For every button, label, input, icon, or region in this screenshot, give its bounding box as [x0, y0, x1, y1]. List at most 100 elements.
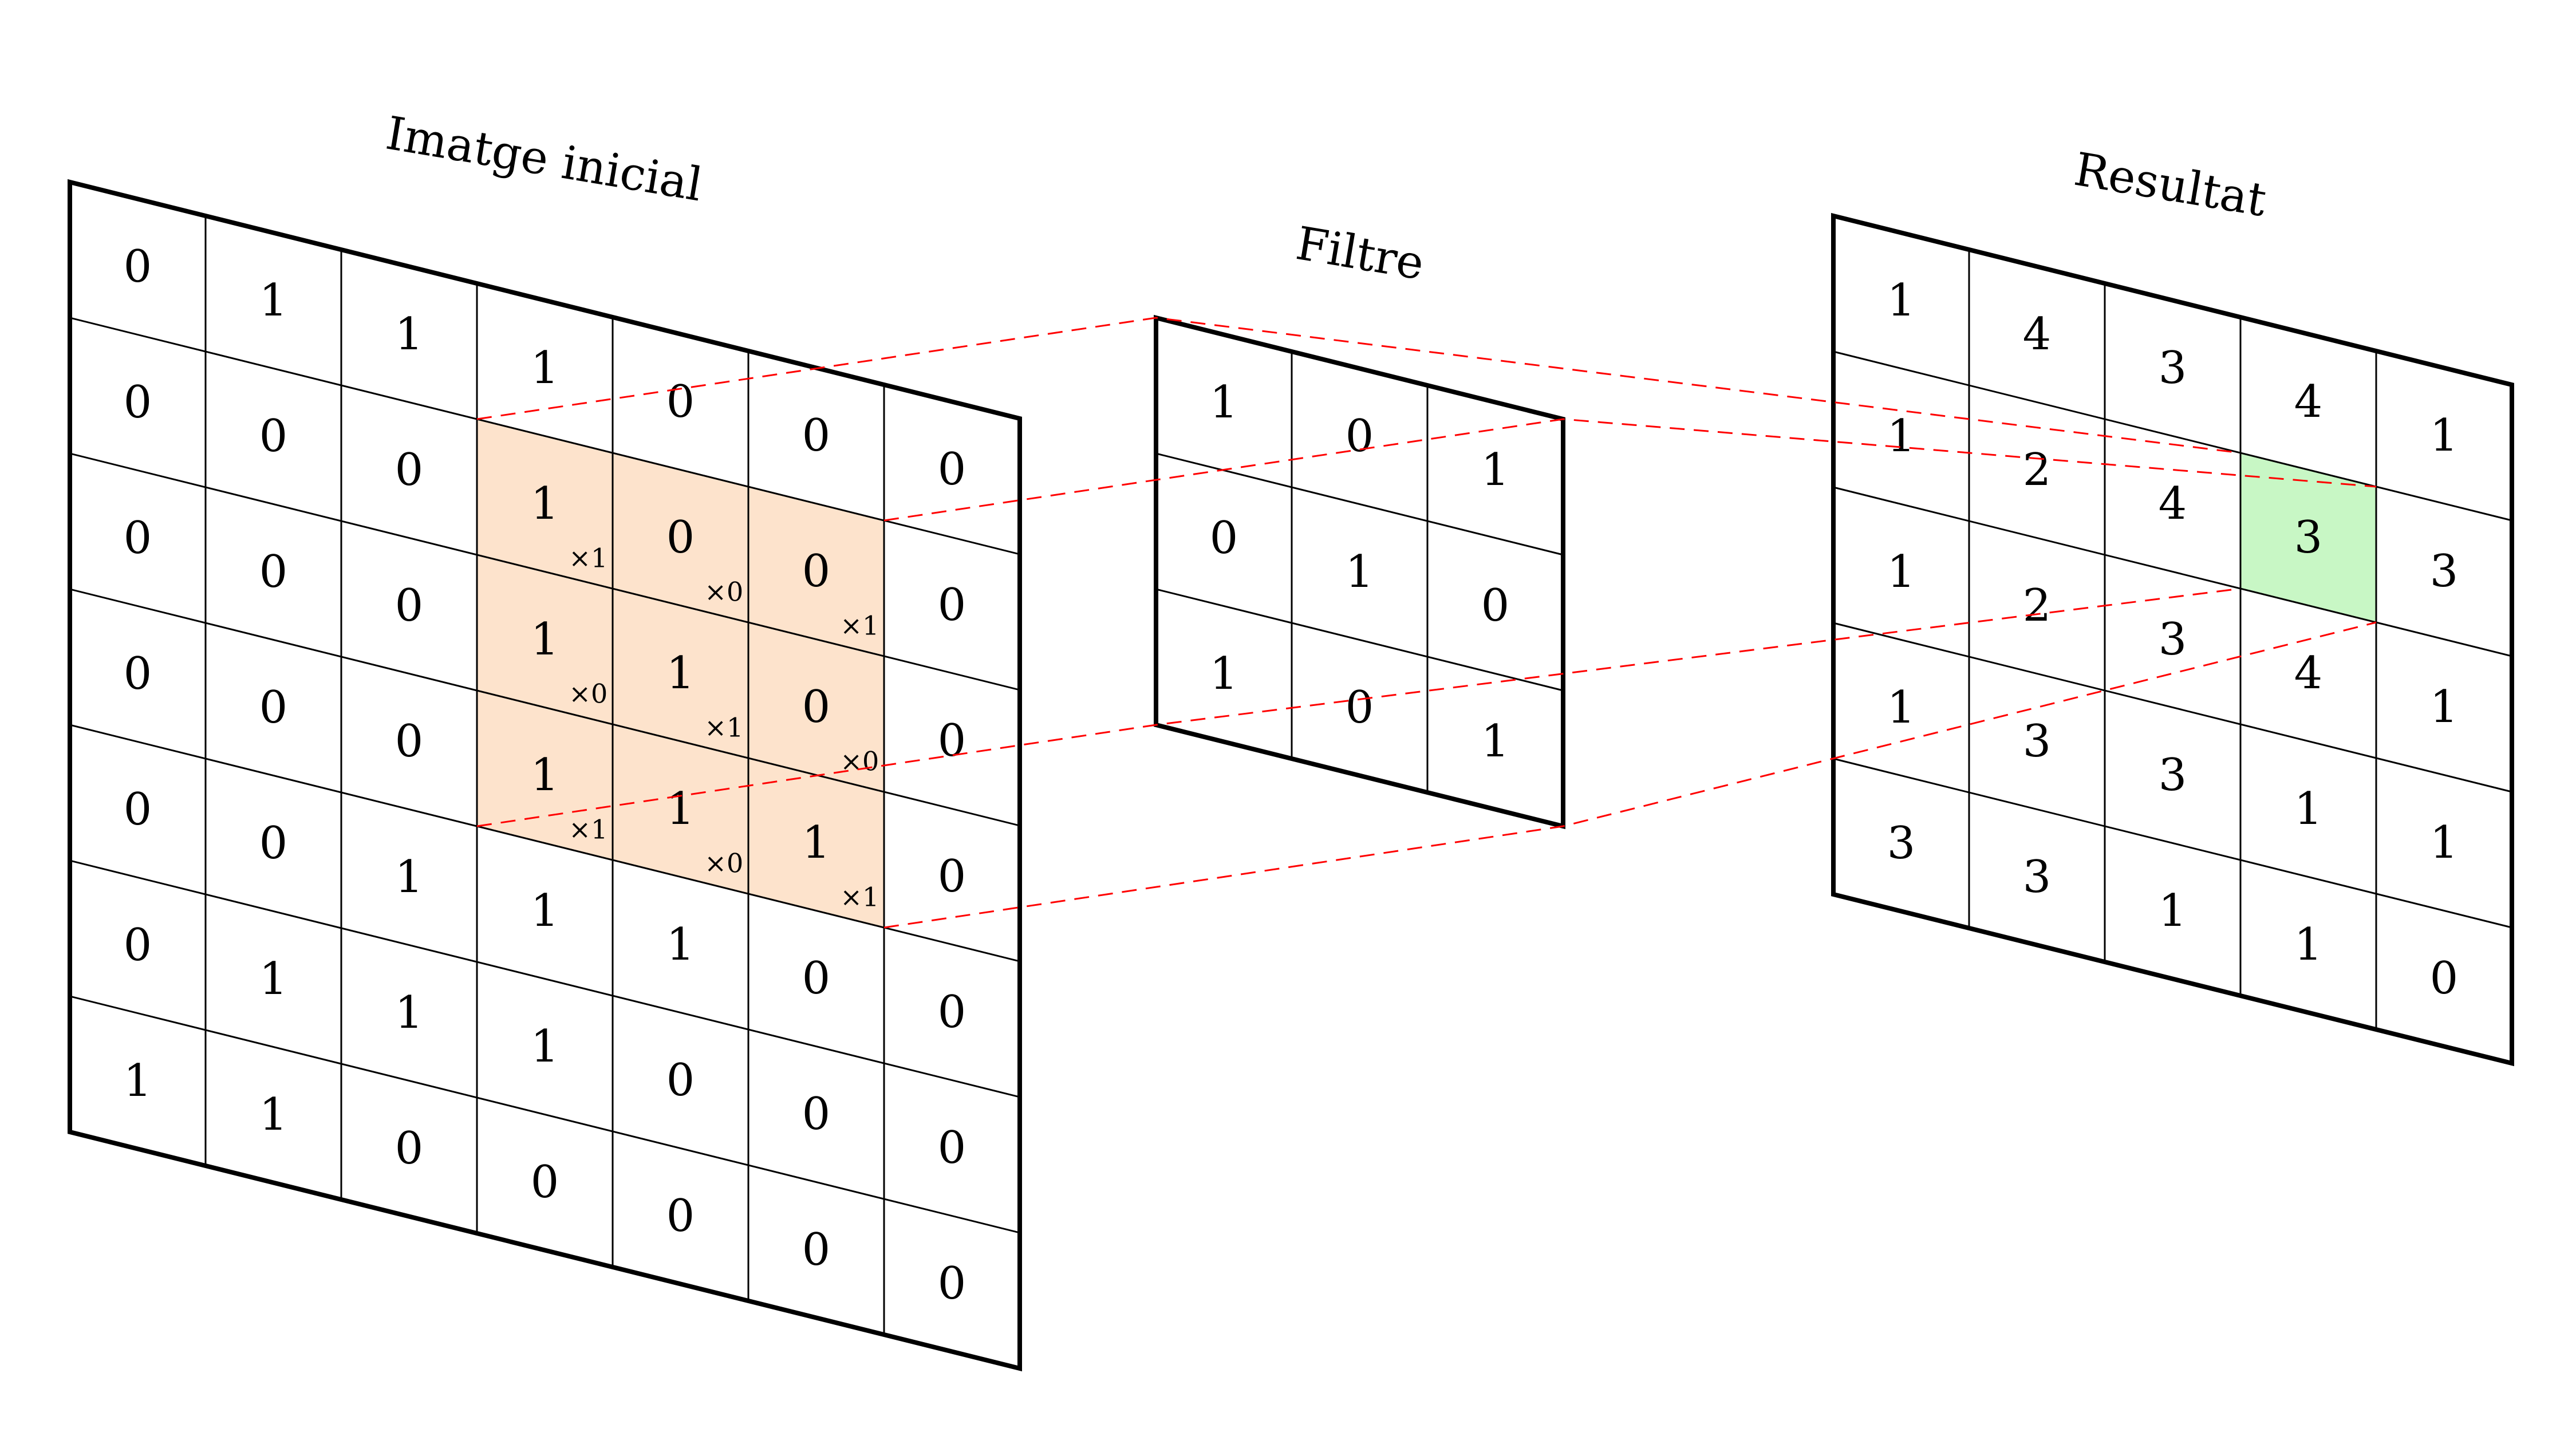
result-cell-value: 3: [1887, 818, 1916, 869]
input-cell-value: 0: [666, 1055, 695, 1106]
result-cell-value: 3: [2159, 749, 2187, 801]
input-cell-value: 1: [666, 648, 695, 699]
result-hline: [1833, 758, 2512, 929]
input-cell-value: 0: [802, 681, 831, 733]
input-cell-value: 0: [395, 580, 424, 632]
input-cell-value: 1: [259, 953, 288, 1005]
result-cell-value: 3: [2023, 851, 2052, 903]
projection-line: [883, 621, 2377, 929]
input-cell-value: 0: [938, 579, 967, 631]
input-image-grid: 0111000000100000011000001110001110001110…: [68, 179, 1022, 1372]
result-cell-value: 3: [2294, 512, 2323, 563]
input-cell-value: 1: [395, 851, 424, 903]
input-cell-value: 0: [259, 682, 288, 733]
filter-cell-value: 1: [1346, 546, 1374, 598]
input-border: [68, 179, 1022, 1372]
result-cell-highlight: [2240, 453, 2376, 622]
multiplier-label: ×1: [569, 814, 607, 845]
result-cell-value: 3: [2159, 614, 2187, 665]
input-cell-value: 0: [938, 444, 967, 495]
input-cell-value: 0: [124, 512, 152, 564]
projection-lines: [476, 317, 2377, 929]
result-cell-value: 1: [1887, 275, 1916, 326]
result-cell-value: 4: [2294, 376, 2323, 428]
result-cell-value: 0: [2430, 953, 2459, 1004]
filter-hline: [1155, 588, 1564, 692]
result-cell-value: 1: [2294, 919, 2323, 971]
filter-cell-value: 0: [1346, 411, 1374, 462]
input-hline: [69, 317, 1020, 555]
input-cell-value: 0: [259, 411, 288, 462]
result-cell-value: 1: [1887, 682, 1916, 733]
multiplier-label: ×0: [704, 577, 743, 607]
input-cell-value: 0: [259, 818, 288, 869]
result-cell-value: 4: [2159, 478, 2187, 530]
result-cell-value: 1: [2294, 783, 2323, 835]
multiplier-label: ×1: [840, 882, 879, 913]
input-cell-value: 1: [531, 614, 559, 665]
result-cell-value: 1: [2430, 410, 2459, 461]
filter-cell-value: 0: [1210, 512, 1238, 564]
result-cell-value: 1: [2159, 885, 2187, 937]
result-hline: [1833, 350, 2512, 522]
input-cell-value: 0: [531, 1157, 559, 1208]
filter-cell-value: 0: [1346, 682, 1374, 733]
multiplier-label: ×1: [840, 610, 879, 641]
result-hline: [1833, 622, 2512, 793]
result-border: [1831, 212, 2514, 1067]
input-title: Imatge inicial: [382, 106, 706, 212]
result-cell-value: 3: [2159, 342, 2187, 394]
input-cell-value: 0: [124, 784, 152, 835]
projection-line: [476, 587, 2241, 827]
input-cell-value: 1: [531, 478, 559, 530]
result-cell-fill: [2240, 453, 2376, 622]
input-cell-value: 1: [531, 342, 559, 394]
result-cell-value: 1: [2430, 817, 2459, 869]
input-cell-value: 0: [395, 444, 424, 496]
input-cell-value: 0: [666, 1190, 695, 1242]
input-cell-value: 0: [666, 376, 695, 428]
input-hline: [69, 995, 1020, 1234]
input-cell-value: 1: [531, 749, 559, 801]
input-hline: [69, 859, 1020, 1098]
input-cell-value: 1: [259, 1089, 288, 1141]
multiplier-label: ×0: [704, 848, 743, 879]
filter-cell-value: 1: [1481, 444, 1510, 496]
input-cell-value: 0: [938, 1258, 967, 1309]
input-cell-value: 1: [395, 987, 424, 1039]
input-grid-lines: [68, 179, 1022, 1372]
result-grid-lines: [1831, 212, 2514, 1067]
input-hline: [69, 724, 1020, 962]
receptive-field-fill: [477, 419, 884, 928]
input-cell-value: 1: [666, 919, 695, 971]
input-cell-value: 0: [124, 920, 152, 971]
result-cell-value: 3: [2430, 546, 2459, 597]
filter-cell-value: 0: [1481, 580, 1510, 632]
multiplier-label: ×0: [569, 678, 607, 709]
input-hline: [69, 588, 1020, 827]
input-cell-value: 0: [666, 512, 695, 563]
receptive-field-highlight: [477, 419, 884, 928]
input-cell-value: 0: [938, 715, 967, 767]
input-cell-value: 0: [938, 1122, 967, 1174]
multiplier-label: ×1: [569, 543, 607, 574]
projection-line: [476, 317, 2241, 454]
result-cell-value: 1: [2430, 681, 2459, 733]
input-cell-value: 1: [259, 275, 288, 326]
input-cell-value: 1: [395, 309, 424, 360]
input-cell-value: 0: [124, 377, 152, 428]
filter-title: Filtre: [1292, 216, 1428, 290]
result-cell-value: 1: [1887, 411, 1916, 462]
input-cell-value: 0: [259, 546, 288, 598]
input-cell-value: 1: [531, 1021, 559, 1072]
filter-cell-value: 1: [1481, 716, 1510, 767]
input-cell-value: 0: [938, 987, 967, 1038]
input-cell-value: 1: [531, 885, 559, 937]
result-cell-value: 2: [2023, 444, 2052, 496]
input-cell-value: 0: [802, 410, 831, 461]
input-cell-value: 1: [802, 817, 831, 869]
input-cell-value: 1: [124, 1055, 152, 1107]
result-cell-value: 1: [1887, 546, 1916, 598]
